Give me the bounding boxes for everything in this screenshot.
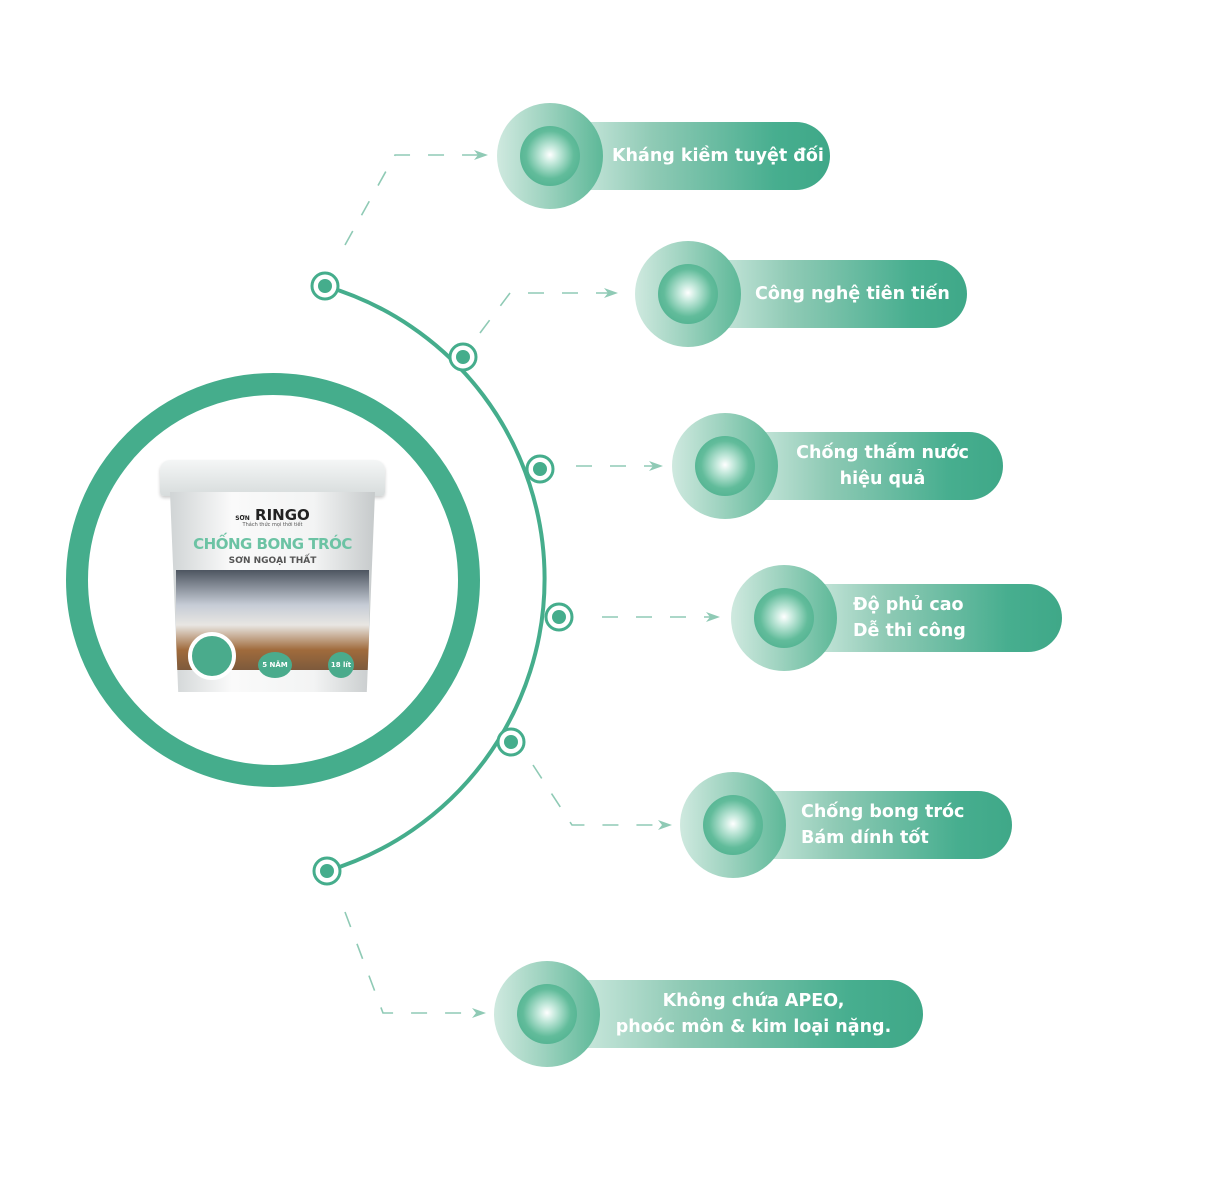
feature-label-line1: Không chứa APEO, [662, 991, 845, 1011]
feature-label-line2: Bám dính tốt [801, 828, 929, 848]
gloss-seal [188, 632, 236, 680]
orb-icon [672, 413, 778, 519]
bucket-body: SƠN RINGO Thách thức mọi thời tiết CHỐNG… [170, 492, 375, 692]
feature-6: Không chứa APEO, phoóc môn & kim loại nặn… [494, 961, 923, 1067]
product-subtitle: SƠN NGOẠI THẤT [228, 556, 317, 566]
dashed-connectors [344, 154, 712, 1014]
feature-3: Chống thấm nước hiệu quả [672, 413, 1003, 519]
orb-icon [494, 961, 600, 1067]
orb-icon [497, 103, 603, 209]
brand-prefix: SƠN [235, 515, 250, 522]
feature-2: Công nghệ tiên tiến [635, 241, 967, 347]
feature-label: Công nghệ tiên tiến [755, 284, 950, 304]
bucket-lid [160, 460, 385, 496]
brand-tagline: Thách thức mọi thời tiết [242, 522, 303, 528]
feature-label-line2: Dễ thi công [853, 621, 966, 641]
paint-bucket-image: SƠN RINGO Thách thức mọi thời tiết CHỐNG… [160, 460, 385, 695]
feature-pill: Không chứa APEO, phoóc môn & kim loại nặn… [554, 980, 923, 1048]
feature-label-line2: phoóc môn & kim loại nặng. [615, 1017, 892, 1037]
feature-label-line2: hiệu quả [839, 469, 926, 489]
feature-pill: Công nghệ tiên tiến [695, 260, 967, 328]
feature-label-line1: Chống thấm nước [796, 443, 969, 463]
brand-name: RINGO [255, 506, 310, 524]
feature-label-line1: Độ phủ cao [853, 595, 964, 615]
volume-seal: 18 lít [328, 652, 354, 678]
timeline-arc [324, 284, 547, 873]
timeline-nodes [310, 271, 574, 886]
orb-icon [680, 772, 786, 878]
feature-label-line1: Chống bong tróc [801, 802, 965, 822]
product-ring [66, 373, 480, 787]
brand-logo: SƠN RINGO [170, 506, 375, 524]
warranty-seal: 5 NĂM [258, 652, 292, 678]
orb-icon [635, 241, 741, 347]
feature-1: Kháng kiềm tuyệt đối [497, 103, 830, 209]
product-name: CHỐNG BONG TRÓC [193, 535, 352, 553]
arrow-heads [472, 150, 720, 1018]
orb-icon [731, 565, 837, 671]
feature-4: Độ phủ cao Dễ thi công [731, 565, 1062, 671]
feature-label: Kháng kiềm tuyệt đối [612, 146, 824, 166]
